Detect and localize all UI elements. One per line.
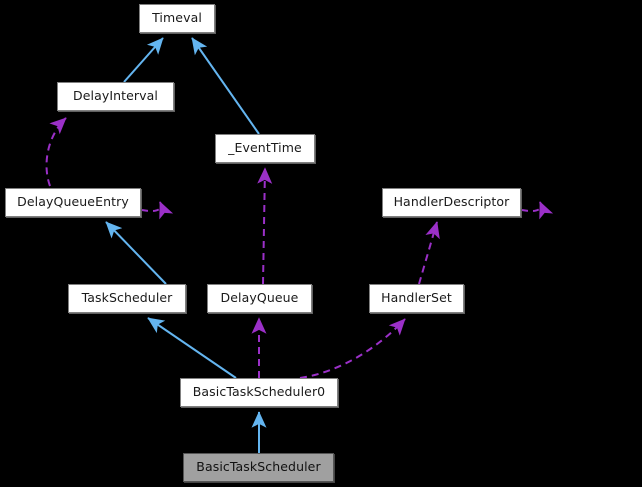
- class-node-label: DelayQueue: [220, 290, 299, 306]
- class-node-delayqueue[interactable]: DelayQueue: [207, 284, 312, 313]
- edge-delayqueueentry-delayinterval: [45, 117, 67, 187]
- edge-eventtime-timeval: [191, 37, 260, 135]
- edge-delayqueueentry-self: [141, 201, 174, 220]
- class-node-label: BasicTaskScheduler: [196, 459, 321, 475]
- class-node-basictaskscheduler0[interactable]: BasicTaskScheduler0: [180, 378, 338, 407]
- class-node-handlerdescriptor[interactable]: HandlerDescriptor: [382, 188, 521, 217]
- edge-taskscheduler-delayqueueentry: [105, 221, 167, 285]
- class-node-label: HandlerSet: [381, 290, 452, 306]
- class-node-label: BasicTaskScheduler0: [192, 384, 326, 400]
- edge-handlerdescriptor-self: [521, 201, 554, 220]
- class-node-taskscheduler[interactable]: TaskScheduler: [68, 284, 186, 313]
- class-node-label: TaskScheduler: [81, 290, 173, 306]
- class-node-delayqueueentry[interactable]: DelayQueueEntry: [5, 188, 141, 217]
- class-node-basictaskscheduler[interactable]: BasicTaskScheduler: [183, 453, 334, 482]
- class-node-label: DelayQueueEntry: [17, 194, 129, 210]
- class-node-label: _EventTime: [228, 140, 302, 156]
- class-node-timeval[interactable]: Timeval: [139, 4, 215, 33]
- class-node-label: Timeval: [152, 10, 202, 26]
- edge-delayinterval-timeval: [123, 37, 164, 83]
- edge-basictaskscheduler0-taskscheduler: [147, 317, 237, 379]
- class-node-handlerset[interactable]: HandlerSet: [369, 284, 464, 313]
- class-node-label: DelayInterval: [72, 88, 159, 104]
- edge-basictaskscheduler0-handlerset: [299, 318, 406, 379]
- class-node-label: HandlerDescriptor: [393, 194, 510, 210]
- edge-handlerset-handlerdescriptor: [418, 221, 440, 285]
- class-node-delayinterval[interactable]: DelayInterval: [57, 82, 174, 111]
- class-node-eventtime[interactable]: _EventTime: [215, 134, 315, 163]
- edge-delayqueue-eventtime: [257, 167, 273, 285]
